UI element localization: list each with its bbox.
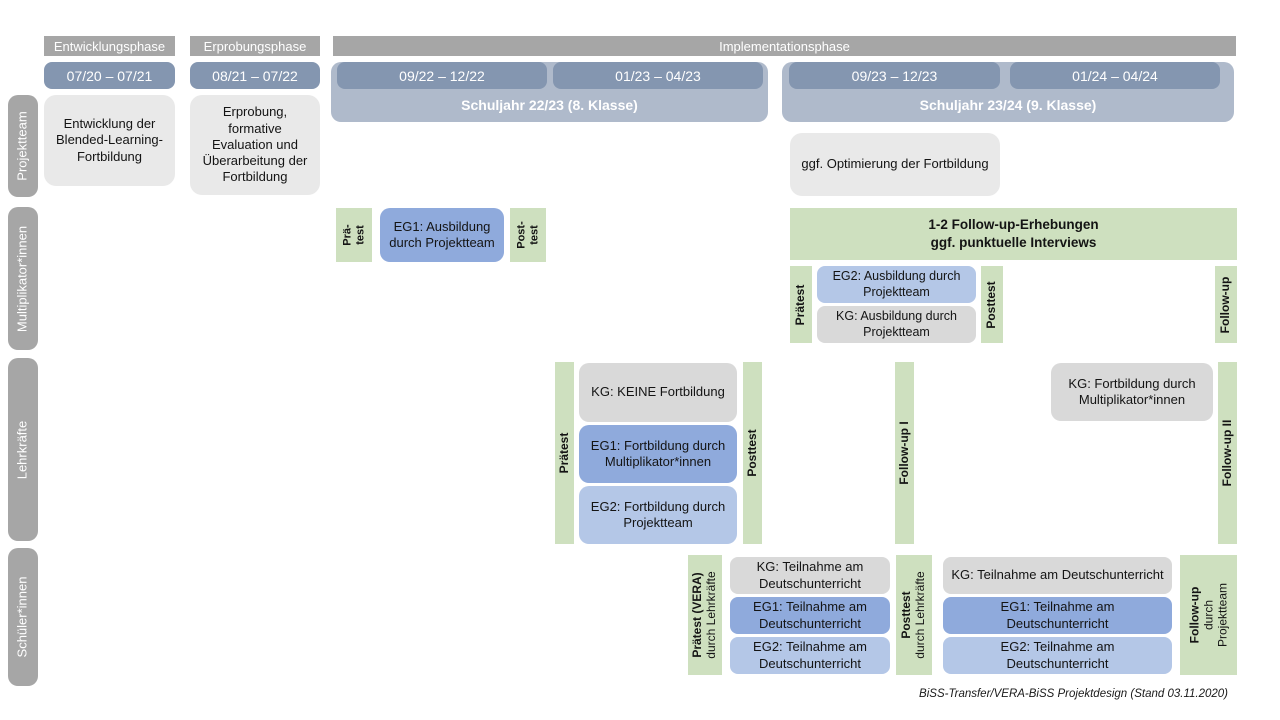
measure-posttest-multiplikatoren-2: Posttest [981,266,1003,343]
posttest-line2: test [528,225,540,245]
posttest-lehrkraefte-label: Posttest [744,429,759,477]
posttest-schueler-line2: durch Lehrkräfte [913,571,927,659]
box-eg1-ausbildung-projektteam: EG1: Ausbildung durch Projektteam [380,208,504,262]
box-eg2-teilnahme-2: EG2: Teilnahme am Deutschunterricht [943,637,1172,674]
box-eg2-ausbildung-projektteam: EG2: Ausbildung durch Projektteam [817,266,976,303]
box-optimierung-fortbildung: ggf. Optimierung der Fortbildung [790,133,1000,196]
measure-posttest-multiplikatoren-1: Post- test [510,208,546,262]
phase-bar-erprobungsphase: Erprobungsphase [190,36,320,56]
followup1-label: Follow-up I [896,421,911,485]
diagram-caption: BiSS-Transfer/VERA-BiSS Projektdesign (S… [919,688,1228,700]
date-pill-0821-0722: 08/21 – 07/22 [190,62,320,89]
posttest-line1: Post- [515,221,528,249]
measure-praetest-multiplikatoren-2: Prätest [790,266,812,343]
box-kg-teilnahme-2: KG: Teilnahme am Deutschunterricht [943,557,1172,594]
row-label-lehrkraefte-text: Lehrkräfte [14,420,30,479]
row-label-lehrkraefte: Lehrkräfte [8,358,38,541]
box-kg-ausbildung-projektteam: KG: Ausbildung durch Projektteam [817,306,976,343]
measure-posttest-lehrkraefte: Posttest [743,362,762,544]
box-eg2-teilnahme-1: EG2: Teilnahme am Deutschunterricht [730,637,890,674]
row-label-multiplikatoren: Multiplikator*innen [8,207,38,350]
praetest-line2: test [354,225,366,245]
followup-label: Follow-up [1218,276,1233,333]
box-erprobung-evaluation: Erprobung, formative Evaluation und Über… [190,95,320,195]
praetest-vera-line1: Prätest (VERA) [690,572,705,658]
box-kg-teilnahme-1: KG: Teilnahme am Deutschunterricht [730,557,890,594]
box-eg1-fortbildung-multiplikatoren: EG1: Fortbildung durch Multiplikator*inn… [579,425,737,483]
schuljahr-22-23-label: Schuljahr 22/23 (8. Klasse) [461,97,638,113]
followup-schueler-line2: durch [1200,599,1215,631]
praetest-label: Prätest [793,284,808,325]
measure-praetest-multiplikatoren-1: Prä- test [336,208,372,262]
box-eg1-teilnahme-1: EG1: Teilnahme am Deutschunterricht [730,597,890,634]
box-kg-keine-fortbildung: KG: KEINE Fortbildung [579,363,737,422]
measure-praetest-vera-schueler: Prätest (VERA) durch Lehrkräfte [688,555,722,675]
phase-bar-implementationsphase: Implementationsphase [333,36,1236,56]
row-label-projektteam: Projektteam [8,95,38,197]
date-pill-0720-0721: 07/20 – 07/21 [44,62,175,89]
praetest-lehrkraefte-label: Prätest [556,432,571,474]
row-label-schueler: Schüler*innen [8,548,38,686]
date-pill-0922-1222: 09/22 – 12/22 [337,62,547,89]
followup-schueler-line1: Follow-up [1186,586,1201,644]
measure-followup2-lehrkraefte: Follow-up II [1218,362,1237,544]
followup2-label: Follow-up II [1219,419,1234,487]
measure-posttest-schueler: Posttest durch Lehrkräfte [896,555,932,675]
box-followup-erhebungen: 1-2 Follow-up-Erhebungen ggf. punktuelle… [790,208,1237,260]
box-eg1-teilnahme-2: EG1: Teilnahme am Deutschunterricht [943,597,1172,634]
date-pill-0923-1223: 09/23 – 12/23 [789,62,1000,89]
measure-followup-multiplikatoren: Follow-up [1215,266,1237,343]
praetest-vera-line2: durch Lehrkräfte [704,571,718,659]
schuljahr-23-24-label: Schuljahr 23/24 (9. Klasse) [919,97,1097,113]
box-kg-fortbildung-multiplikatoren: KG: Fortbildung durch Multiplikator*inne… [1051,363,1213,421]
row-label-schueler-text: Schüler*innen [14,576,30,658]
posttest-label: Posttest [984,280,999,329]
date-pill-0124-0424: 01/24 – 04/24 [1010,62,1220,89]
measure-praetest-lehrkraefte: Prätest [555,362,574,544]
measure-followup1-lehrkraefte: Follow-up I [895,362,914,544]
followup-erhebungen-line1: 1-2 Follow-up-Erhebungen [928,216,1099,232]
measure-followup-schueler: Follow-up durch Projektteam [1180,555,1237,675]
followup-erhebungen-line2: ggf. punktuelle Interviews [930,235,1097,250]
row-label-projektteam-text: Projektteam [14,111,30,181]
box-entwicklung-fortbildung: Entwicklung der Blended-Learning-Fortbil… [44,95,175,186]
phase-bar-entwicklungsphase: Entwicklungsphase [44,36,175,56]
date-pill-0123-0423: 01/23 – 04/23 [553,62,763,89]
row-label-multiplikatoren-text: Multiplikator*innen [14,225,30,332]
followup-schueler-line3: Projektteam [1214,582,1229,648]
posttest-schueler-line1: Posttest [899,591,914,639]
praetest-line1: Prä- [341,224,354,246]
box-eg2-fortbildung-projektteam: EG2: Fortbildung durch Projektteam [579,486,737,544]
